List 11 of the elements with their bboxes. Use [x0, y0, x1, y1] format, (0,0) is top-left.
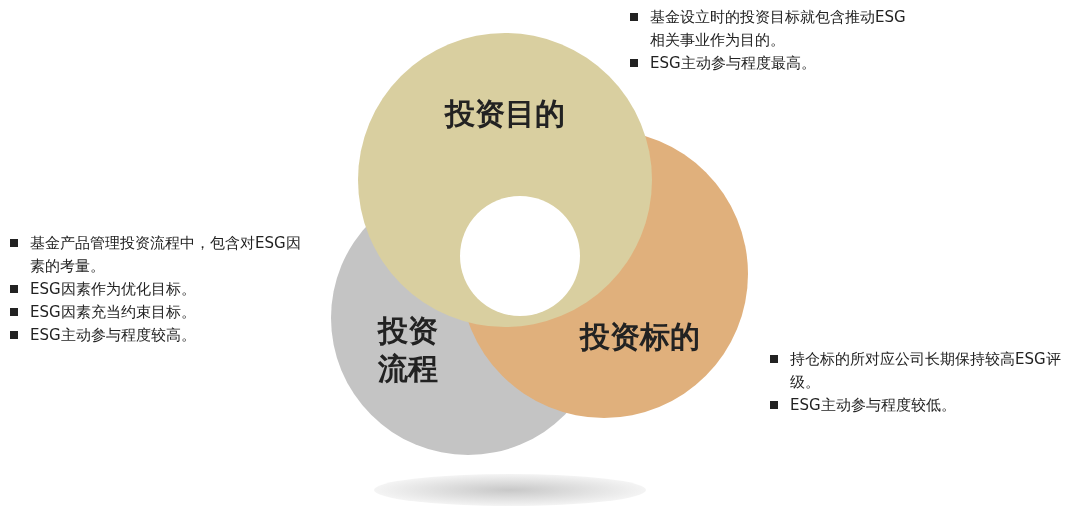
segment-title: 投资标的	[565, 318, 715, 356]
bullet-text: ESG主动参与程度较高。	[30, 325, 196, 346]
bullet-text: 基金产品管理投资流程中，包含对ESG因素的考量。	[30, 233, 302, 277]
bullet-text: ESG主动参与程度较低。	[790, 395, 956, 416]
bullet-text: 持仓标的所对应公司长期保持较高ESG评级。	[790, 349, 1062, 393]
segment-title: 投资流程	[368, 312, 448, 388]
segment-title: 投资目的	[440, 95, 570, 133]
bullet-text: ESG主动参与程度最高。	[650, 53, 816, 74]
bullet-text: ESG因素充当约束目标。	[30, 302, 196, 323]
bullet-text: ESG因素作为优化目标。	[30, 279, 196, 300]
bullet-text: 基金设立时的投资目标就包含推动ESG相关事业作为目的。	[650, 7, 907, 51]
